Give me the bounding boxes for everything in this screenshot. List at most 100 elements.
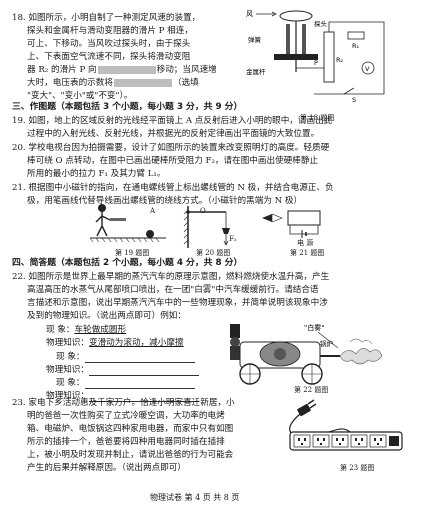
- fig18-r1: [347, 31, 365, 40]
- fig20-point-o: O: [200, 207, 206, 215]
- q23-line-6: 产生的后果并解释原因。（说出两点即可）: [27, 463, 186, 473]
- q18-line-5-text: 器 R₂ 的滑片 P 向: [27, 65, 97, 75]
- fig23-socket-1: [293, 434, 311, 448]
- q22-answer-row-2: 物理知识：: [46, 364, 199, 377]
- fig18-wind-label: 风: [246, 10, 253, 18]
- q18-line-3: 可上、下移动。当风吹过探头时，由于探头: [27, 39, 191, 49]
- q23-line-1: 23. 家电下乡活动惠及千家万户。恰逢小明家喜迁新居，小: [12, 398, 235, 408]
- q20-line-1: 20. 学校电视台因为拍摄需要，设计了如图所示的装置来改变照明灯的高度。轻质硬: [12, 143, 330, 153]
- fig20-f2-label: F₂: [229, 235, 237, 243]
- fig19-person-body: [95, 212, 111, 237]
- q22-answer-4-label: 物理知识：: [46, 391, 89, 401]
- q22-answer-1-line[interactable]: [84, 354, 195, 364]
- fig18-spring-label: 弹簧: [248, 35, 262, 44]
- fig22-driver-hat: [230, 324, 240, 338]
- fig21-compass-needle-s: [271, 213, 283, 223]
- q18-line-4: 上、下表面空气流速不同，探头将滑动变阻: [27, 52, 191, 62]
- q23-line-3: 箱、电磁炉、电饭锅这四种家用电器，而家中只有如图: [27, 424, 234, 434]
- q22-answer-2-line[interactable]: [88, 367, 199, 377]
- section-3-title: 三、作图题（本题包括 3 个小题，每小题 3 分，共 9 分）: [12, 102, 243, 112]
- fig21-diagram: [262, 210, 321, 238]
- fig23-socket-5: [369, 434, 387, 448]
- q18-line-6: 大时，电压表的示数将 （选填: [27, 77, 199, 89]
- fig18-v-label: V: [365, 65, 370, 73]
- q22-answer-4-line[interactable]: [88, 393, 199, 403]
- fig18-rheostat: [323, 31, 335, 83]
- q19-line-2: 过程中的入射光线、反射光线，并根据光的反射定律画出平面镜的大致位置。: [27, 129, 320, 139]
- q22-answer-1-label: 现 象：: [56, 352, 85, 362]
- fig18-rod-label: 金属杆: [246, 67, 266, 76]
- q22-line-1: 22. 如图所示是世界上最早期的蒸汽汽车的原理示意图，燃料燃烧使水温升高，产生: [12, 272, 330, 282]
- fig18-probe-label: 探头: [314, 19, 328, 28]
- fig18-caption: 第 18 题图: [300, 114, 335, 122]
- fig18-p-label: P: [314, 59, 318, 67]
- q22-line-4: 及到的物理知识。（说出两点即可）例如：: [27, 311, 186, 321]
- fig18-switch: [343, 87, 355, 95]
- fig22-diagram: "白雾" 锅炉: [230, 323, 383, 385]
- q22-answer-2-label: 物理知识：: [46, 365, 89, 375]
- q22-line-2: 高温高压的水蒸气从尾部喷口喷出，在一团"白雾"中汽车缓缓前行。请结合语: [27, 285, 319, 295]
- fig19-caption: 第 19 题图: [115, 249, 150, 257]
- fig19-diagram: [89, 204, 166, 243]
- q18-line-6-text: 大时，电压表的示数将: [27, 78, 113, 88]
- fig21-solenoid: [287, 210, 321, 226]
- fig22-steam-cloud: [339, 348, 383, 365]
- q22-example-phenomenon: 现 象：车轮做成圆形: [46, 324, 126, 336]
- q21-line-1: 21. 根据图中小磁针的指向，在通电螺线管上标出螺线管的 N 极，并结合电源正、…: [12, 183, 334, 193]
- q23-line-4: 所示的插排一个，爸爸要将四种用电器同时插在插排: [27, 437, 225, 447]
- q22-example-knowledge-label: 物理知识：: [46, 338, 89, 348]
- q22-answer-3-label: 现 象：: [56, 378, 85, 388]
- fig20-pivot: [186, 210, 190, 214]
- fig22-caption: 第 22 题图: [294, 386, 329, 394]
- fig18-diagram: 风 探头 弹簧 金属杆 R₂ P R₁ V S: [246, 10, 385, 104]
- q18-line-7: "变大"、"变小"或"不变"）。: [27, 91, 133, 101]
- fig19-object: [146, 230, 154, 238]
- section-4-title: 四、简答题（本题包括 2 个小题，每小题 4 分，共 8 分）: [12, 258, 243, 268]
- page-footer: 物理试卷 第 4 页 共 8 页: [150, 493, 240, 502]
- q23-line-2: 明的爸爸一次性购买了立式冷暖空调，大功率的电烤: [27, 411, 225, 421]
- fig22-driver: [230, 337, 240, 347]
- fig18-spring-a: [286, 24, 290, 54]
- fig19-point-a: A: [150, 207, 156, 215]
- q18-answer-blank-2[interactable]: [113, 78, 172, 87]
- fig18-spring-b: [302, 24, 306, 54]
- fig19-table: [110, 218, 126, 221]
- q18-line-5: 器 R₂ 的滑片 P 向 移动；当风速增: [27, 64, 217, 76]
- fig22-boiler-label: 锅炉: [320, 339, 334, 348]
- fig20-diagram: [183, 206, 230, 248]
- q22-line-3: 言描述和示意图，说出早期蒸汽汽车中的一些物理现象，并简单说明该现象中涉: [27, 298, 328, 308]
- fig18-r1-label: R₁: [352, 42, 360, 50]
- q22-answer-row-1: 现 象：: [56, 351, 195, 364]
- fig18-probe: [279, 10, 313, 22]
- fig22-fog-label: "白雾": [304, 323, 324, 332]
- fig21-caption: 第 21 题图: [290, 249, 325, 257]
- fig20-caption: 第 20 题图: [196, 249, 231, 257]
- fig23-plug: [297, 403, 311, 417]
- q18-line-2: 探头和金属杆与滑动变阻器的滑片 P 相连，: [27, 26, 193, 36]
- q22-example-phenomenon-value: 车轮做成圆形: [74, 325, 127, 335]
- fig19-person-head: [98, 204, 106, 212]
- q18-line-6-tail: （选填: [172, 78, 199, 88]
- fig23-socket-2: [312, 434, 330, 448]
- q18-line-1: 18. 如图所示，小明自制了一种测定风速的装置，: [12, 13, 201, 23]
- q19-line-1: 19. 如图，地上的区域反射的光线经平面镜上 A 点反射后进入小明的眼中，请画出…: [12, 116, 333, 126]
- fig23-plug-prongs: [307, 399, 317, 409]
- fig23-switch: [389, 436, 399, 446]
- fig18-r2-label: R₂: [336, 56, 344, 64]
- q18-answer-blank-1[interactable]: [97, 65, 156, 74]
- q22-example-knowledge: 物理知识：变滑动为滚动，减小摩擦: [46, 337, 184, 349]
- fig23-caption: 第 23 题图: [340, 464, 375, 472]
- fig18-s-label: S: [352, 96, 356, 104]
- q21-line-2: 极，用笔画线代替导线画出螺线管的绕线方式。（小磁针的黑端为 N 极）: [27, 196, 303, 206]
- fig21-wire: [289, 225, 319, 235]
- q18-line-5-tail: 移动；当风速增: [156, 65, 217, 75]
- fig21-power-label: 电 源: [297, 239, 314, 247]
- q22-answer-row-3: 现 象：: [56, 377, 195, 390]
- fig18-voltmeter: [361, 61, 375, 75]
- fig20-lamp: [222, 228, 230, 234]
- q23-line-5: 上，被小明及时发现并制止，请说出爸爸的行为可能会: [27, 450, 234, 460]
- fig23-socket-4: [350, 434, 368, 448]
- q22-example-knowledge-value: 变滑动为滚动，减小摩擦: [88, 338, 184, 348]
- q22-answer-3-line[interactable]: [84, 380, 195, 390]
- q20-line-3: 所用的最小的拉力 F₁ 及其力臂 L₁。: [27, 169, 166, 179]
